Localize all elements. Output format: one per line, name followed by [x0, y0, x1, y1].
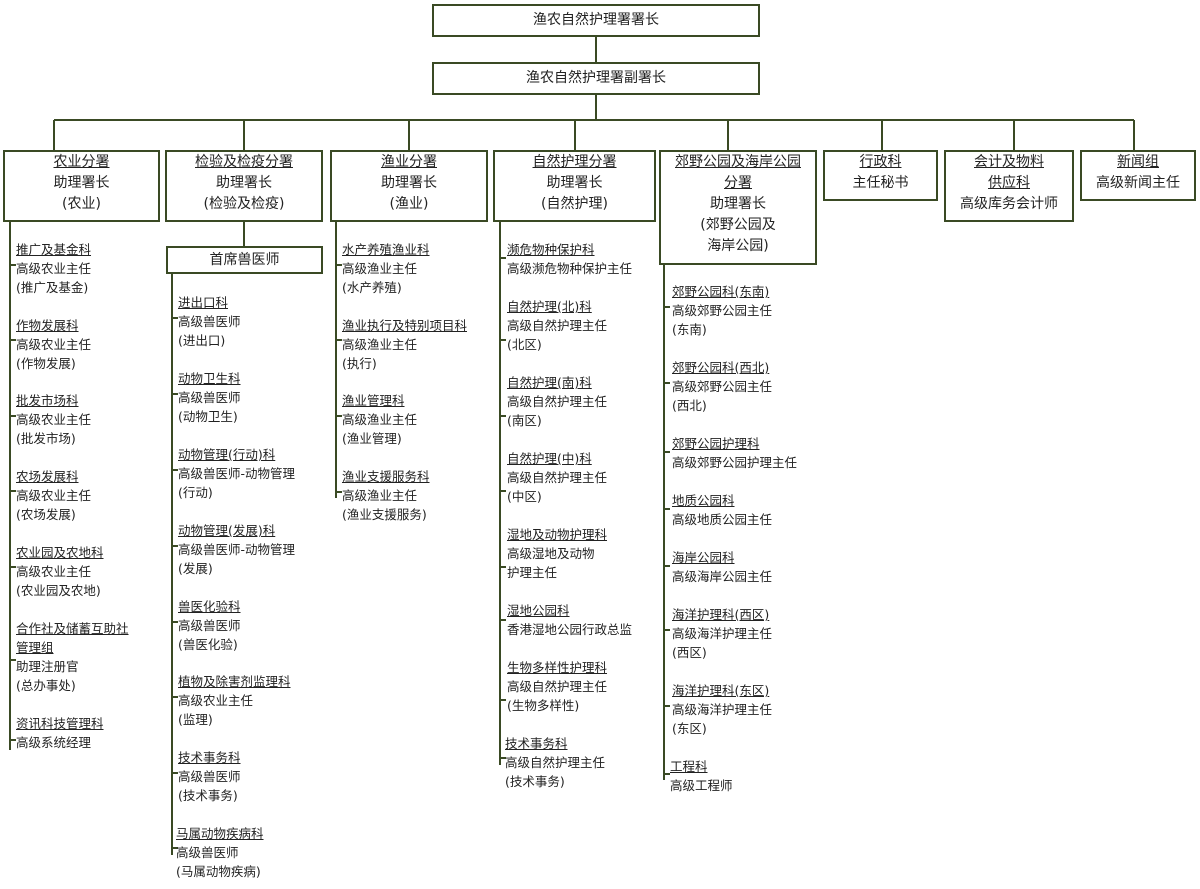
- branch-box-administration: 行政科 主任秘书: [823, 150, 938, 201]
- deputy-director-box: 渔农自然护理署副署长: [432, 62, 760, 95]
- branch-title: 渔业分署: [381, 154, 437, 170]
- list-item: 水产养殖渔业科 高级渔业主任 (水产养殖): [342, 242, 430, 295]
- branch-box-fisheries: 渔业分署 助理署长 (渔业): [330, 150, 488, 222]
- list-item: 动物管理(行动)科 高级兽医师-动物管理 (行动): [178, 447, 296, 500]
- branch-title: 郊野公园及海岸公园: [675, 154, 801, 170]
- list-item: 合作社及储蓄互助社 管理组 助理注册官 (总办事处): [16, 621, 129, 693]
- list-item: 濒危物种保护科 高级濒危物种保护主任: [507, 242, 633, 276]
- branch-line: (检验及检疫): [203, 196, 285, 212]
- list-item: 郊野公园科(东南) 高级郊野公园主任 (东南): [672, 284, 773, 337]
- list-item: 地质公园科 高级地质公园主任: [672, 493, 773, 527]
- branch-line: 助理署长: [53, 175, 110, 191]
- list-item: 农业园及农地科 高级农业主任 (农业园及农地): [16, 545, 104, 598]
- list-item: 资讯科技管理科 高级系统经理: [16, 716, 104, 750]
- list-item: 湿地及动物护理科 高级湿地及动物 护理主任: [507, 527, 608, 580]
- list-item: 作物发展科 高级农业主任 (作物发展): [16, 318, 92, 371]
- branch-line: 主任秘书: [852, 175, 909, 191]
- branch-box-accounts: 会计及物料 供应科 高级库务会计师: [944, 150, 1074, 222]
- list-item: 生物多样性护理科 高级自然护理主任 (生物多样性): [507, 660, 608, 713]
- list-item: 自然护理(南)科 高级自然护理主任 (南区): [507, 375, 608, 428]
- branch-title-line2: 供应科: [988, 175, 1030, 191]
- list-item: 郊野公园护理科 高级郊野公园护理主任: [672, 436, 798, 470]
- list-item: 农场发展科 高级农业主任 (农场发展): [16, 469, 92, 522]
- branch-box-press: 新闻组 高级新闻主任: [1080, 150, 1196, 201]
- branch-box-inspection: 检验及检疫分署 助理署长 (检验及检疫): [165, 150, 323, 222]
- branch-box-conservation: 自然护理分署 助理署长 (自然护理): [493, 150, 656, 222]
- list-item: 海洋护理科(东区) 高级海洋护理主任 (东区): [672, 683, 773, 736]
- branch-box-country-parks: 郊野公园及海岸公园 分署 助理署长 (郊野公园及 海岸公园): [659, 150, 817, 265]
- list-item: 技术事务科 高级自然护理主任 (技术事务): [505, 736, 606, 789]
- director-title: 渔农自然护理署署长: [533, 12, 659, 28]
- list-item: 郊野公园科(西北) 高级郊野公园主任 (西北): [672, 360, 773, 413]
- branch-line: 助理署长: [710, 196, 766, 212]
- director-box: 渔农自然护理署署长: [432, 4, 760, 37]
- chief-vet-box: 首席兽医师: [166, 246, 323, 274]
- branch-title: 新闻组: [1117, 154, 1159, 170]
- list-item: 动物管理(发展)科 高级兽医师-动物管理 (发展): [178, 523, 296, 576]
- deputy-director-title: 渔农自然护理署副署长: [526, 70, 666, 86]
- branch-title: 会计及物料: [974, 154, 1044, 170]
- branch-title: 农业分署: [53, 154, 110, 170]
- list-item: 批发市场科 高级农业主任 (批发市场): [16, 393, 92, 446]
- branch-line: (郊野公园及: [700, 217, 776, 233]
- list-item: 推广及基金科 高级农业主任 (推广及基金): [16, 242, 92, 295]
- branch-line: (渔业): [389, 196, 429, 212]
- list-item: 工程科 高级工程师: [670, 759, 733, 793]
- list-item: 海岸公园科 高级海岸公园主任: [672, 550, 773, 584]
- branch-line: 高级库务会计师: [960, 196, 1058, 212]
- list-item: 植物及除害剂监理科 高级农业主任 (监理): [178, 674, 291, 727]
- branch-line: 助理署长: [381, 175, 437, 191]
- branch-title: 自然护理分署: [532, 154, 617, 170]
- list-item: 渔业管理科 高级渔业主任 (渔业管理): [342, 393, 418, 446]
- list-item: 进出口科 高级兽医师 (进出口): [178, 295, 241, 348]
- branch-line: 助理署长: [546, 175, 603, 191]
- branch-title: 行政科: [859, 154, 902, 170]
- list-item: 马属动物疾病科 高级兽医师 (马属动物疾病): [176, 826, 264, 879]
- branch-line: 高级新闻主任: [1096, 175, 1180, 191]
- list-item: 海洋护理科(西区) 高级海洋护理主任 (西区): [672, 607, 773, 660]
- list-item: 自然护理(中)科 高级自然护理主任 (中区): [507, 451, 608, 504]
- list-item: 自然护理(北)科 高级自然护理主任 (北区): [507, 299, 608, 352]
- branch-title-line2: 分署: [724, 175, 752, 191]
- list-item: 技术事务科 高级兽医师 (技术事务): [178, 750, 241, 803]
- branch-line: (农业): [62, 196, 101, 212]
- list-item: 湿地公园科 香港湿地公园行政总监: [507, 603, 633, 637]
- list-item: 渔业支援服务科 高级渔业主任 (渔业支援服务): [342, 469, 430, 522]
- branch-box-agriculture: 农业分署 助理署长 (农业): [3, 150, 160, 222]
- branch-title: 检验及检疫分署: [195, 154, 293, 170]
- list-item: 兽医化验科 高级兽医师 (兽医化验): [178, 599, 241, 652]
- list-item: 动物卫生科 高级兽医师 (动物卫生): [178, 371, 241, 424]
- list-item: 渔业执行及特别项目科 高级渔业主任 (执行): [342, 318, 468, 371]
- branch-line: 助理署长: [216, 175, 272, 191]
- branch-line: (自然护理): [541, 196, 608, 212]
- branch-line: 海岸公园): [707, 238, 769, 254]
- chief-vet-title: 首席兽医师: [209, 252, 280, 268]
